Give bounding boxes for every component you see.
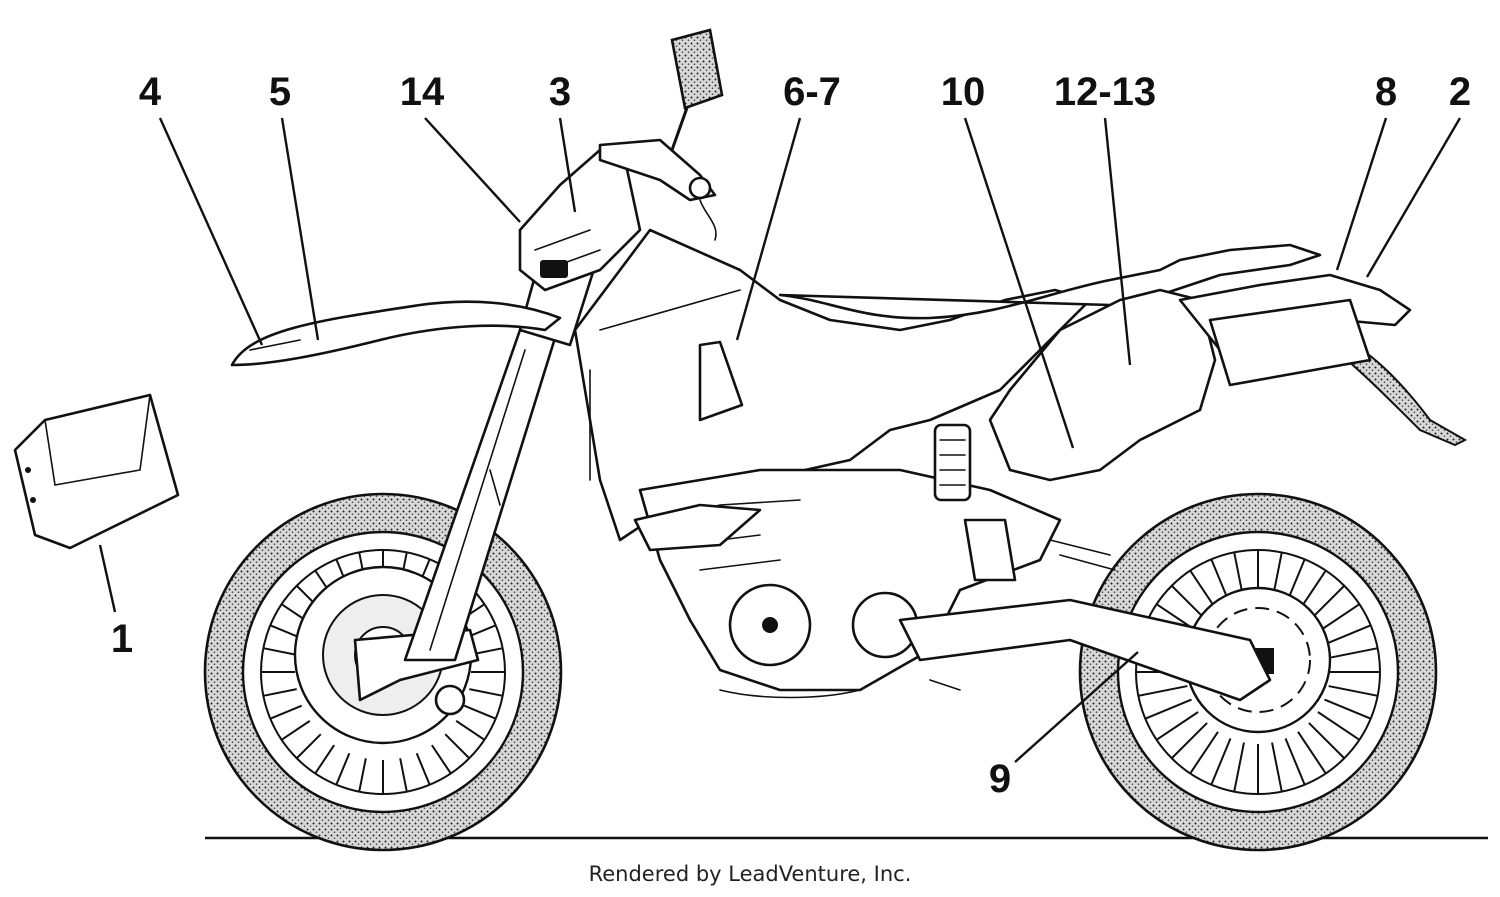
callout-1: 1 — [111, 617, 133, 661]
callout-8: 8 — [1375, 70, 1397, 114]
wheel-spoke — [455, 720, 485, 741]
leader-lines — [98, 117, 1462, 763]
callout-3: 3 — [549, 70, 571, 114]
shock-absorber — [933, 423, 1017, 582]
wheel-spoke — [463, 704, 497, 720]
callout-9: 9 — [989, 757, 1011, 801]
leader-5 — [280, 117, 320, 341]
callout-6-7: 6-7 — [783, 70, 841, 114]
callout-12-13: 12-13 — [1054, 70, 1156, 114]
leader-6 — [735, 117, 802, 341]
wheel-spoke — [1144, 698, 1192, 720]
wheel-spoke — [444, 733, 470, 759]
wheel-spoke — [263, 647, 297, 656]
callout-labels: 1 2 3 4 5 6-7 8 9 10 12-13 14 — [111, 70, 1471, 801]
wheel-spoke — [1328, 685, 1378, 697]
wheel-spoke — [281, 720, 311, 741]
headlight-cowl — [518, 148, 642, 292]
leader-14 — [424, 117, 521, 223]
wheel-spoke — [1328, 647, 1378, 659]
wheel-spoke — [1284, 738, 1306, 786]
wheel-spoke — [1271, 742, 1283, 792]
wheel-spoke — [399, 758, 408, 792]
seat — [778, 243, 1322, 320]
leader-3 — [558, 117, 577, 213]
wheel-spoke — [431, 744, 452, 774]
wheel-spoke — [263, 688, 297, 697]
wheel-spoke — [358, 758, 367, 792]
wheel-spoke — [1156, 711, 1199, 741]
side-cover — [988, 288, 1217, 482]
exhaust — [1208, 298, 1372, 387]
wheel-spoke — [1189, 731, 1219, 774]
wheel-spoke — [1317, 603, 1360, 633]
callout-10: 10 — [941, 70, 986, 114]
swingarm — [898, 598, 1272, 702]
leader-12 — [1103, 117, 1132, 366]
leader-8 — [1335, 117, 1388, 271]
leader-1 — [98, 544, 117, 613]
leader-4 — [158, 117, 264, 346]
wheel-spoke — [269, 704, 303, 720]
front-wheel — [203, 492, 563, 852]
wheel-spoke — [314, 744, 335, 774]
wheel-spoke — [1324, 624, 1372, 646]
wheel-spoke — [1297, 731, 1327, 774]
tool-bag — [13, 393, 180, 550]
wheel-spoke — [1138, 685, 1188, 697]
handlebar — [598, 28, 724, 241]
wheel-spoke — [1317, 711, 1360, 741]
callout-4: 4 — [139, 70, 162, 114]
callout-2: 2 — [1449, 70, 1471, 114]
wheel-spoke — [415, 752, 431, 786]
wheel-spoke — [296, 733, 322, 759]
callout-14: 14 — [400, 70, 445, 114]
leader-9 — [1014, 651, 1139, 763]
leader-10 — [963, 117, 1075, 449]
wheel-spoke — [1171, 722, 1208, 759]
front-fender — [230, 300, 562, 367]
credit-footer: Rendered by LeadVenture, Inc. — [588, 862, 912, 886]
wheel-spoke — [469, 688, 503, 697]
wheel-spoke — [1210, 738, 1232, 786]
engine — [633, 468, 1062, 699]
wheel-spoke — [1308, 722, 1345, 759]
wheel-spoke — [335, 752, 351, 786]
wheel-spoke — [1324, 698, 1372, 720]
tank-scoop — [698, 340, 744, 422]
wheel-spoke — [1233, 742, 1245, 792]
leader-2 — [1365, 117, 1462, 278]
callout-5: 5 — [269, 70, 291, 114]
